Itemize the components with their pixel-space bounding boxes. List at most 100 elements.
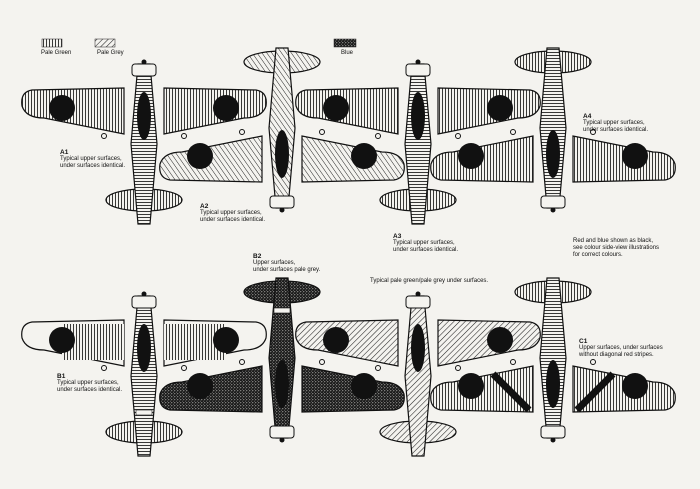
propeller-hub	[279, 437, 285, 443]
aircraft-planform	[430, 47, 676, 213]
roundel	[351, 143, 377, 169]
roundel	[213, 327, 239, 353]
aircraft-planform	[21, 291, 267, 457]
roundel	[187, 143, 213, 169]
wing	[21, 87, 267, 135]
legend-label-pale-green: Pale Green	[41, 50, 72, 56]
caption-code: A4	[583, 113, 592, 120]
tail-band	[273, 307, 291, 314]
roundel	[323, 95, 349, 121]
caption-code: B2	[253, 253, 262, 260]
note-pale-green-grey: Typical pale green/pale grey under surfa…	[370, 278, 489, 284]
landing-gear	[590, 359, 596, 365]
cockpit	[137, 324, 151, 372]
aircraft-group	[21, 47, 676, 457]
roundel	[323, 327, 349, 353]
caption-code: B1	[57, 373, 66, 380]
aircraft-planform	[159, 277, 405, 443]
roundel	[213, 95, 239, 121]
landing-gear	[101, 365, 107, 371]
landing-gear	[510, 359, 516, 365]
engine-cowl	[405, 295, 431, 309]
caption-text: Typical upper surfaces, under surfaces i…	[60, 156, 126, 169]
landing-gear	[101, 133, 107, 139]
note-colour: Red and blue shown as black, see colour …	[573, 238, 660, 258]
legend-label-pale-grey: Pale Grey	[97, 50, 124, 56]
roundel	[622, 143, 648, 169]
caption-code: A2	[200, 203, 209, 210]
legend-swatch-blue	[333, 38, 357, 48]
propeller-hub	[415, 291, 421, 297]
caption-code: C1	[579, 338, 588, 345]
cockpit	[275, 360, 289, 408]
roundel	[49, 327, 75, 353]
landing-gear	[510, 129, 516, 135]
cockpit	[411, 324, 425, 372]
roundel	[351, 373, 377, 399]
wing	[159, 365, 405, 413]
caption-text: Upper surfaces, under surfaces without d…	[579, 345, 663, 358]
propeller-hub	[550, 437, 556, 443]
caption-code: A1	[60, 149, 69, 156]
landing-gear	[455, 365, 461, 371]
propeller-hub	[279, 207, 285, 213]
landing-gear	[181, 365, 187, 371]
wing	[430, 135, 676, 183]
aircraft-planform	[295, 59, 541, 225]
propeller-hub	[141, 59, 147, 65]
aircraft-planform	[21, 59, 267, 225]
engine-cowl	[540, 195, 566, 209]
roundel	[487, 95, 513, 121]
engine-cowl	[540, 425, 566, 439]
cockpit	[137, 92, 151, 140]
caption-text: Upper surfaces, under surfaces pale grey…	[253, 260, 321, 273]
wing	[159, 135, 405, 183]
landing-gear	[319, 129, 325, 135]
engine-cowl	[405, 63, 431, 77]
roundel	[458, 143, 484, 169]
caption-text: Typical upper surfaces, under surfaces i…	[200, 210, 266, 223]
propeller-hub	[415, 59, 421, 65]
engine-cowl	[131, 295, 157, 309]
engine-cowl	[269, 425, 295, 439]
cockpit	[275, 130, 289, 178]
legend-swatch-pale-green	[41, 38, 63, 48]
aircraft-planform	[430, 277, 676, 443]
landing-gear	[590, 129, 596, 135]
caption-code: A3	[393, 233, 402, 240]
landing-gear	[375, 133, 381, 139]
legend-swatches	[41, 38, 357, 48]
cockpit	[411, 92, 425, 140]
roundel	[622, 373, 648, 399]
legend-label-blue: Blue	[341, 50, 354, 56]
roundel	[458, 373, 484, 399]
landing-gear	[181, 133, 187, 139]
aircraft-planform	[159, 47, 405, 213]
diagonal-stripe	[574, 371, 616, 413]
roundel	[49, 95, 75, 121]
landing-gear	[239, 129, 245, 135]
wing	[295, 319, 541, 367]
landing-gear	[455, 133, 461, 139]
roundel	[487, 327, 513, 353]
propeller-hub	[550, 207, 556, 213]
roundel	[187, 373, 213, 399]
propeller-hub	[141, 291, 147, 297]
caption-text: Typical upper surfaces, under surfaces i…	[393, 240, 459, 253]
caption-text: Typical upper surfaces, under surfaces i…	[57, 380, 123, 393]
engine-cowl	[131, 63, 157, 77]
aircraft-planform	[295, 291, 541, 457]
cockpit	[546, 130, 560, 178]
landing-gear	[239, 359, 245, 365]
tail-band	[135, 409, 153, 416]
wing	[295, 87, 541, 135]
landing-gear	[319, 359, 325, 365]
cockpit	[546, 360, 560, 408]
legend-swatch-pale-grey	[94, 38, 116, 48]
